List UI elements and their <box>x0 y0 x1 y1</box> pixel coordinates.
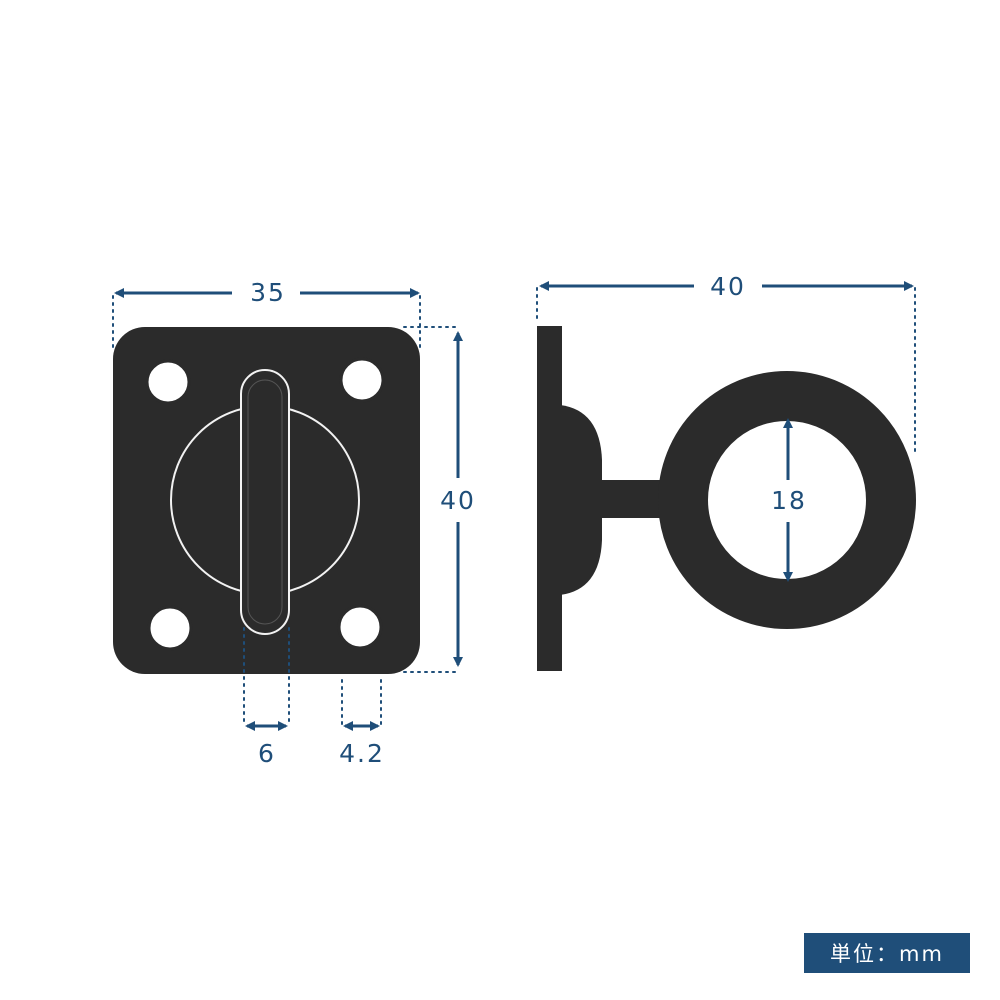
folded-ring-bar <box>240 369 290 635</box>
height-label: 40 <box>440 486 476 515</box>
eye-ring <box>658 371 916 629</box>
side-plate <box>537 326 562 671</box>
screw-hole-top-right <box>339 357 385 403</box>
hole-gap-label: 4.2 <box>339 739 385 768</box>
front-view: 35 40 6 4.2 <box>112 278 476 768</box>
unit-badge: 単位：mm <box>804 933 970 973</box>
side-view: 40 18 <box>536 272 916 671</box>
screw-hole-bottom-left <box>147 605 193 651</box>
width-label: 35 <box>250 278 286 307</box>
ring-inner-label: 18 <box>771 486 807 515</box>
screw-hole-top-left <box>145 359 191 405</box>
unit-badge-text: 単位：mm <box>830 942 944 966</box>
bar-width-label: 6 <box>258 739 276 768</box>
side-boss <box>560 405 602 595</box>
screw-hole-bottom-right <box>337 604 383 650</box>
length-label: 40 <box>710 272 746 301</box>
folded-ring-bar-inner <box>247 379 283 625</box>
